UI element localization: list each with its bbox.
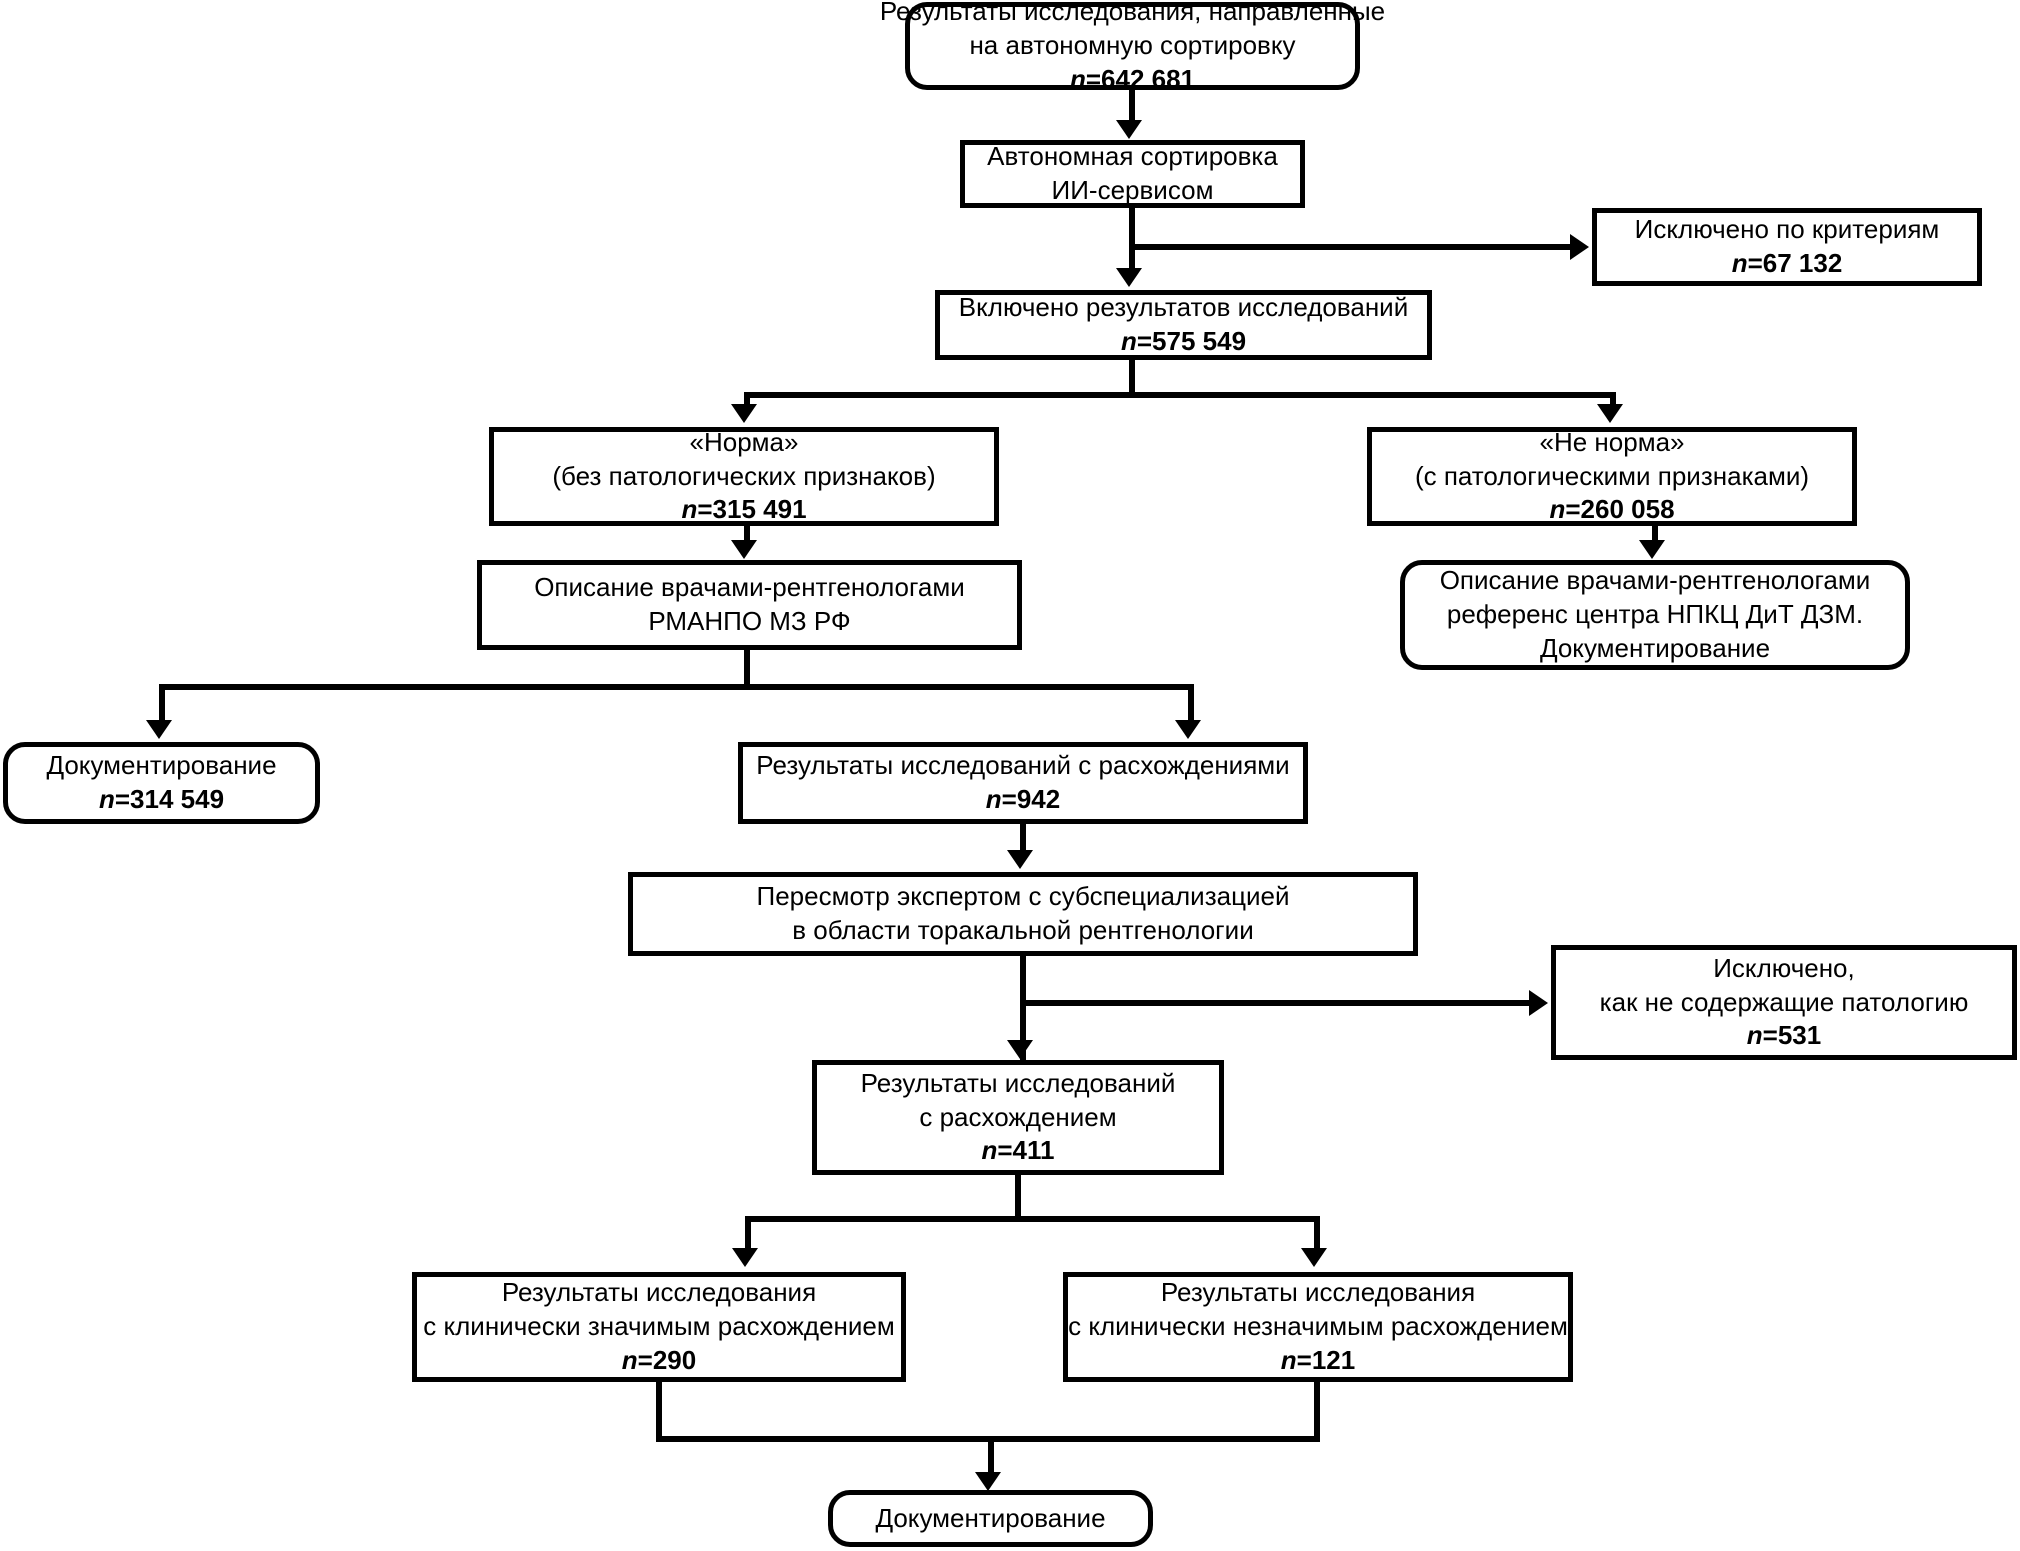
arrow-n5-n7 [731, 540, 757, 559]
node-line: Исключено по критериям [1634, 214, 1940, 245]
node-value: n=260 058 [1549, 494, 1675, 525]
arrow-merge-n16 [975, 1472, 1001, 1491]
node-line: Результаты исследования, направленные [879, 0, 1386, 27]
connector-n14-merge [656, 1382, 662, 1442]
node-autonomous-triage-ai: Автономная сортировка ИИ-сервисом [960, 140, 1305, 208]
arrow-n11-n12 [1529, 990, 1548, 1016]
node-line: Исключено, [1713, 952, 1855, 983]
arrow-n10-n11 [1007, 850, 1033, 869]
node-line: Пересмотр экспертом с субспециализацией [756, 881, 1290, 912]
node-line: Результаты исследования [501, 1277, 817, 1308]
connector-n2-n4 [1129, 244, 1135, 271]
node-line: с клинически значимым расхождением [423, 1311, 895, 1342]
node-clinically-insignificant-discrepancy: Результаты исследования с клинически нез… [1063, 1272, 1573, 1382]
arrow-n6-n8 [1639, 540, 1665, 559]
connector-n5-n7 [744, 526, 750, 544]
connector-n4-split-bar [744, 392, 1616, 398]
node-value: n=411 [981, 1135, 1055, 1166]
node-not-norm-with-pathology: «Не норма» (с патологическими признаками… [1367, 427, 1857, 526]
node-line: Описание врачами-рентгенологами [534, 572, 965, 603]
node-norm-no-pathology: «Норма» (без патологических признаков) n… [489, 427, 999, 526]
node-documenting-314549: Документирование n=314 549 [3, 742, 320, 824]
connector-n2-n3-horizontal [1129, 244, 1573, 250]
node-line: Результаты исследований с расхождениями [756, 750, 1290, 781]
connector-n11-n12-horizontal [1020, 1000, 1532, 1006]
connector-merge-n16 [988, 1436, 994, 1479]
node-line: Результаты исследования [1160, 1277, 1476, 1308]
connector-n7-n10 [1188, 684, 1194, 724]
node-excluded-by-criteria: Исключено по критериям n=67 132 [1592, 208, 1982, 286]
node-value: n=942 [985, 784, 1061, 814]
connector-n15-merge [1314, 1382, 1320, 1442]
node-line: Автономная сортировка [987, 141, 1278, 172]
node-line: Документирование [875, 1502, 1106, 1533]
arrow-n2-n3 [1570, 234, 1589, 260]
node-line: (с патологическими признаками) [1414, 460, 1810, 491]
node-value: n=314 549 [98, 784, 225, 814]
node-description-rmanpo: Описание врачами-рентгенологами РМАНПО М… [477, 560, 1022, 650]
node-line: Документирование [46, 750, 277, 781]
node-value: n=531 [1746, 1020, 1822, 1051]
node-value: n=67 132 [1731, 248, 1843, 278]
connector-n1-n2 [1129, 90, 1135, 123]
node-line: Описание врачами-рентгенологами [1439, 565, 1871, 596]
node-line: Включено результатов исследований [958, 292, 1409, 323]
node-line: ИИ-сервисом [1051, 175, 1214, 205]
node-description-reference-center: Описание врачами-рентгенологами референс… [1400, 560, 1910, 670]
connector-n11-trunk [1020, 956, 1026, 1064]
node-line: референс центра НПКЦ ДиТ ДЗМ. [1446, 599, 1864, 630]
connector-n13-split-stem [1015, 1175, 1021, 1220]
node-line: Документирование [1539, 632, 1771, 663]
node-value: n=642 681 [1069, 63, 1196, 94]
node-line: «Не норма» [1539, 426, 1685, 457]
node-expert-review-thoracic: Пересмотр экспертом с субспециализацией … [628, 872, 1418, 956]
connector-n4-n5 [744, 392, 750, 407]
node-line: на автономную сортировку [969, 30, 1296, 61]
connector-n7-split-bar [159, 684, 1194, 690]
arrow-n11-n13 [1007, 1040, 1033, 1059]
node-value: n=575 549 [1120, 326, 1247, 356]
node-value: n=290 [621, 1344, 697, 1375]
connector-n7-split-stem [744, 650, 750, 688]
node-results-with-discrepancies: Результаты исследований с расхождениями … [738, 742, 1308, 824]
node-documenting-final: Документирование [828, 1490, 1153, 1547]
node-line: в области торакальной рентгенологии [792, 915, 1254, 945]
arrow-n4-n6 [1597, 404, 1623, 423]
node-line: Результаты исследований [860, 1067, 1176, 1098]
node-study-results-sent: Результаты исследования, направленные на… [880, 0, 1385, 94]
node-line: РМАНПО МЗ РФ [648, 606, 851, 636]
node-included-study-results: Включено результатов исследований n=575 … [935, 290, 1432, 360]
arrow-n1-n2 [1116, 120, 1142, 139]
arrow-n7-n9 [146, 720, 172, 739]
node-excluded-no-pathology: Исключено, как не содержащие патологию n… [1551, 945, 2017, 1060]
connector-n13-n14 [745, 1216, 751, 1252]
node-line: «Норма» [689, 426, 799, 457]
node-line: как не содержащие патологию [1599, 986, 1969, 1017]
connector-n10-n11 [1020, 824, 1026, 854]
node-results-with-discrepancy-411: Результаты исследований с расхождением n… [812, 1060, 1224, 1175]
node-value: n=121 [1280, 1344, 1356, 1375]
connector-n7-n9 [159, 684, 165, 724]
arrow-n13-n15 [1301, 1248, 1327, 1267]
node-clinically-significant-discrepancy: Результаты исследования с клинически зна… [412, 1272, 906, 1382]
arrow-n2-n4 [1116, 268, 1142, 287]
connector-n13-n15 [1314, 1216, 1320, 1252]
node-line: с расхождением [919, 1101, 1117, 1132]
connector-n13-split-bar [745, 1216, 1320, 1222]
arrow-n4-n5 [731, 404, 757, 423]
node-line: (без патологических признаков) [552, 460, 936, 491]
connector-n4-split-stem [1129, 360, 1135, 398]
node-value: n=315 491 [681, 494, 807, 525]
node-line: с клинически незначимым расхождением [1068, 1311, 1568, 1342]
connector-n6-n8 [1652, 526, 1658, 544]
arrow-n7-n10 [1175, 720, 1201, 739]
connector-n4-n6 [1610, 392, 1616, 407]
arrow-n13-n14 [732, 1248, 758, 1267]
connector-n2-trunk [1129, 208, 1135, 263]
